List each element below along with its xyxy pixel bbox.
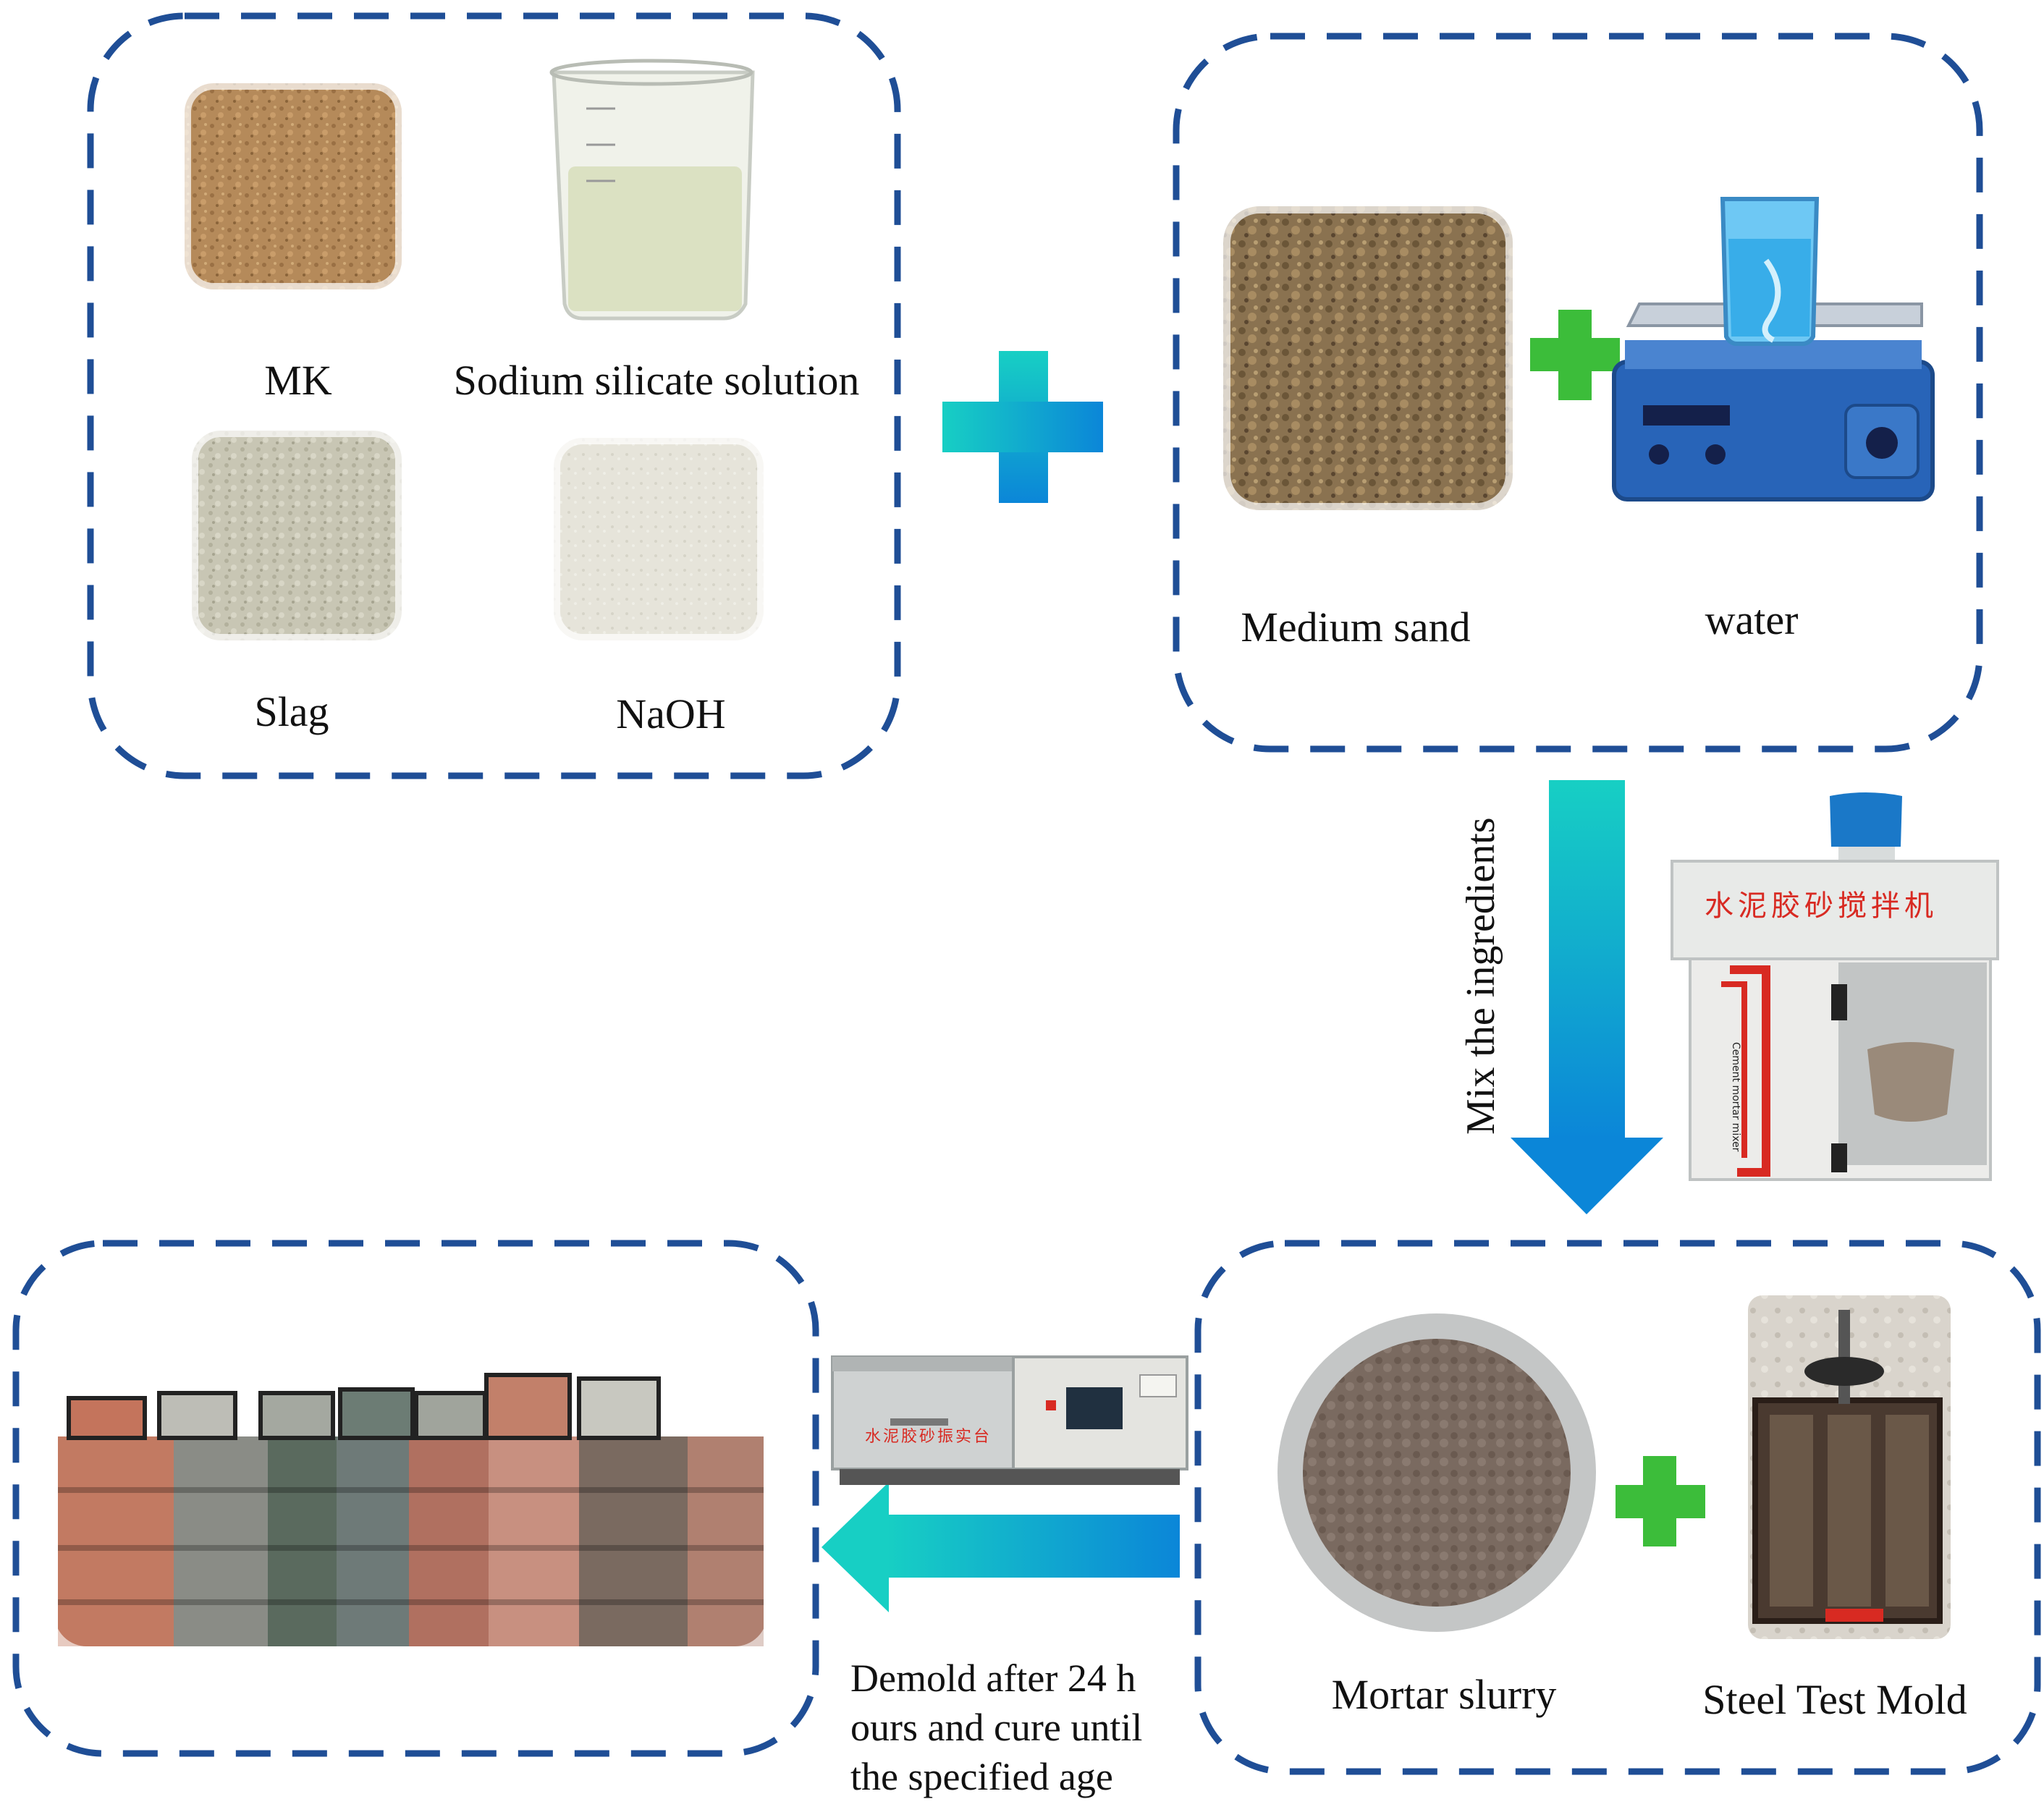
plus-icon [942, 351, 1103, 503]
label-naoh: NaOH [616, 690, 726, 737]
label-demold-line-2: ours and cure until [850, 1706, 1143, 1749]
plus-icon [1616, 1456, 1705, 1546]
label-mk: MK [264, 357, 332, 404]
binders-panel-border [87, 12, 901, 779]
naoh-powder-image [547, 431, 770, 647]
label-medium-sand: Medium sand [1241, 604, 1471, 651]
label-mortar-slurry: Mortar slurry [1331, 1671, 1557, 1718]
label-mix-the-ingredients: Mix the ingredients [1458, 817, 1503, 1135]
sodium-silicate-beaker-image [549, 59, 755, 321]
steel-test-mold-image [1748, 1295, 1951, 1639]
label-demold-and-cure: Demold after 24 h ours and cure until th… [850, 1654, 1142, 1801]
label-sodium-silicate-solution: Sodium silicate solution [453, 357, 860, 404]
aggregates-panel-border [1173, 33, 1983, 753]
jolting-table-icon [831, 1355, 1188, 1485]
arrow-left-icon [822, 1482, 1180, 1612]
arrow-down-icon [1511, 780, 1663, 1214]
plus-icon [1530, 310, 1620, 400]
mixer-sign: 水泥胶砂搅拌机 [1705, 889, 1938, 923]
scale-icon [1612, 302, 1935, 502]
label-steel-test-mold: Steel Test Mold [1702, 1676, 1967, 1723]
jolting-table-sign: 水泥胶砂振实台 [865, 1428, 992, 1446]
mortar-mixer-icon [1671, 792, 1999, 1181]
medium-sand-image [1216, 199, 1520, 517]
mk-powder-image [178, 77, 408, 296]
label-slag: Slag [254, 688, 329, 735]
cured-specimens-image [33, 1350, 789, 1668]
mixer-plate: Cement mortar mixer [1730, 1042, 1741, 1152]
casting-panel-border [1194, 1240, 2041, 1775]
label-demold-line-1: Demold after 24 h [850, 1656, 1136, 1700]
specimens-panel-border [12, 1240, 819, 1757]
label-demold-line-3: the specified age [850, 1755, 1113, 1798]
label-water: water [1705, 596, 1799, 643]
slag-powder-image [185, 424, 408, 647]
beaker-icon [1720, 197, 1820, 346]
mortar-slurry-image [1278, 1313, 1596, 1632]
